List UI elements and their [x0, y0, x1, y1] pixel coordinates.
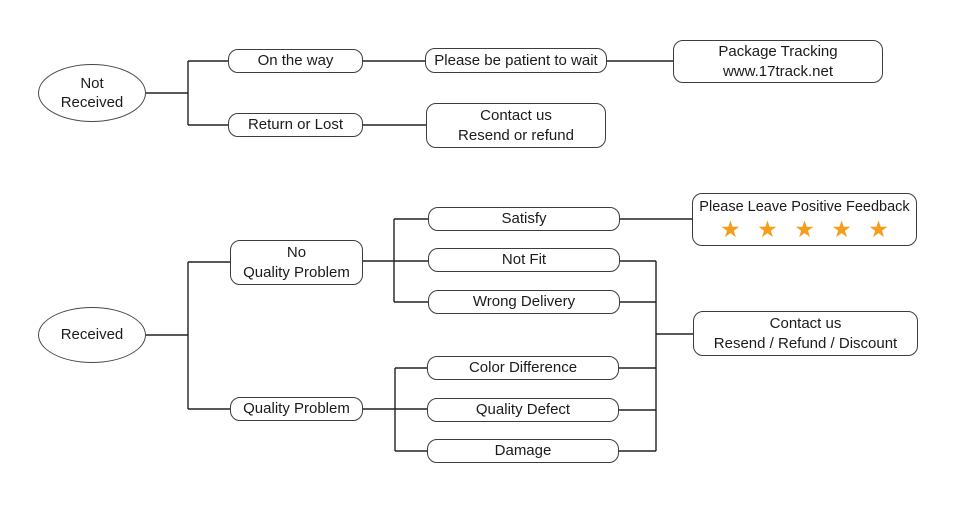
label-line: www.17track.net	[722, 62, 834, 80]
label-line: Please Leave Positive Feedback	[699, 198, 910, 215]
label-line: Satisfy	[501, 210, 547, 228]
label-line: Return or Lost	[247, 116, 344, 134]
node-contact-resend-refund: Contact us Resend or refund	[426, 103, 606, 148]
label-line: Resend / Refund / Discount	[713, 334, 898, 352]
node-satisfy: Satisfy	[428, 207, 620, 231]
node-return-or-lost: Return or Lost	[228, 113, 363, 137]
label-line: Contact us	[480, 107, 552, 125]
label-line: Please be patient to wait	[434, 51, 598, 69]
label-line: Quality Problem	[243, 400, 350, 418]
label-line: Quality Defect	[475, 401, 571, 419]
label-line: Package Tracking	[718, 43, 838, 61]
node-quality-defect: Quality Defect	[427, 398, 619, 422]
node-not-received: Not Received	[38, 64, 146, 122]
node-on-the-way: On the way	[228, 49, 363, 73]
label-line: Color Difference	[468, 359, 578, 377]
node-no-quality-problem: No Quality Problem	[230, 240, 363, 285]
label-line: Not	[80, 74, 104, 92]
node-damage: Damage	[427, 439, 619, 463]
label-line: Wrong Delivery	[472, 293, 576, 311]
five-star-rating-icon: ★ ★ ★ ★ ★	[720, 216, 894, 243]
label-line: Received	[60, 94, 124, 111]
label-line: On the way	[257, 52, 334, 70]
node-contact-discount: Contact us Resend / Refund / Discount	[693, 311, 918, 356]
label-line: Damage	[494, 442, 552, 460]
node-received: Received	[38, 307, 146, 363]
node-not-fit: Not Fit	[428, 248, 620, 272]
label-line: No	[286, 244, 307, 262]
label-line: Quality Problem	[243, 263, 350, 281]
label-line: Not Fit	[501, 251, 547, 269]
node-positive-feedback: Please Leave Positive Feedback ★ ★ ★ ★ ★	[692, 193, 917, 246]
node-wrong-delivery: Wrong Delivery	[428, 290, 620, 314]
label-line: Resend or refund	[458, 126, 574, 144]
node-please-be-patient: Please be patient to wait	[425, 48, 607, 73]
label-line: Contact us	[769, 315, 842, 333]
node-color-difference: Color Difference	[427, 356, 619, 380]
node-package-tracking: Package Tracking www.17track.net	[673, 40, 883, 83]
node-quality-problem: Quality Problem	[230, 397, 363, 421]
label-line: Received	[60, 326, 124, 344]
